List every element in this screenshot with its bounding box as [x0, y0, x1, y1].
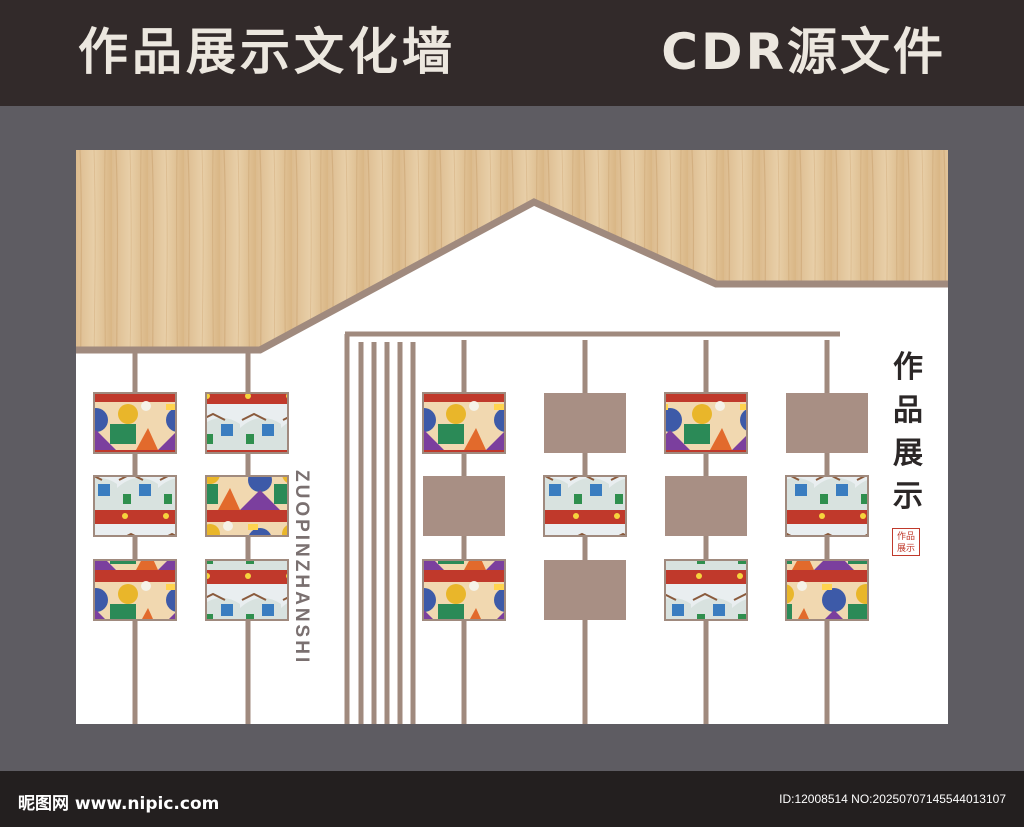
red-seal-stamp: 作品展示 — [892, 528, 920, 556]
wall-graphic — [76, 150, 948, 724]
file-type-title: CDR源文件 — [661, 23, 946, 81]
header-bar — [0, 0, 1024, 106]
footer-bar — [0, 771, 1024, 827]
page-title: 作品展示文化墙 — [78, 23, 456, 81]
site-logo[interactable]: 昵图网 www.nipic.com — [18, 794, 220, 814]
culture-wall: ZUOPINZHANSHI 作品展示 作品展示 — [76, 150, 948, 724]
exhibition-title: 作品展示 — [893, 350, 923, 514]
vertical-pinyin-label: ZUOPINZHANSHI — [291, 470, 312, 666]
image-id: ID:12008514 NO:20250707145544013107 — [779, 792, 1006, 806]
